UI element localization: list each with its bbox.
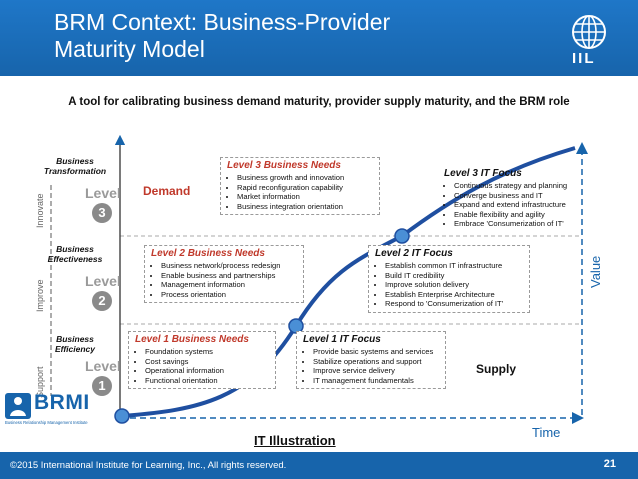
brmi-logo-icon (5, 393, 31, 419)
level-3-it-focus: Level 3 IT Focus Continuous strategy and… (444, 168, 567, 229)
brmi-logo: BRMI Business Relationship Management In… (3, 389, 89, 427)
it-illustration-label: IT Illustration (254, 433, 336, 448)
level-2-it-focus: Level 2 IT Focus Establish common IT inf… (368, 245, 530, 313)
level-3-badge-icon: 3 (92, 203, 112, 223)
list-item: Establish Enterprise Architecture (385, 290, 525, 300)
list-item: Expand and extend infrastructure (454, 200, 567, 210)
box-title: Level 2 Business Needs (151, 248, 265, 259)
side-label-improve: Improve (35, 279, 45, 312)
list-item: Process orientation (161, 290, 299, 300)
demand-label: Demand (143, 184, 191, 198)
box-title: Level 2 IT Focus (375, 248, 453, 259)
brmi-logo-tagline: Business Relationship Management Institu… (5, 420, 88, 425)
list-item: Continuous strategy and planning (454, 181, 567, 191)
list-item: Enable business and partnerships (161, 271, 299, 281)
list-item: Improve solution delivery (385, 280, 525, 290)
copyright-text: ©2015 International Institute for Learni… (10, 460, 287, 471)
list-item: Enable flexibility and agility (454, 210, 567, 220)
iil-logo-text: IIL (572, 50, 596, 67)
level-2-badge-icon: 2 (92, 291, 112, 311)
row-level-word-2: Level (85, 273, 121, 289)
list-item: Provide basic systems and services (313, 347, 441, 357)
level-1-badge-icon: 1 (92, 376, 112, 396)
page-number: 21 (603, 458, 616, 470)
maturity-curve (121, 146, 576, 418)
curve-point-start (114, 408, 130, 424)
list-item: Embrace 'Consumerization of IT' (454, 219, 567, 229)
list-item: Business network/process redesign (161, 261, 299, 271)
row-level-word-3: Level (85, 185, 121, 201)
iil-logo (572, 15, 606, 49)
list-item: Operational information (145, 366, 271, 376)
slide-subtitle: A tool for calibrating business demand m… (68, 96, 570, 108)
list-item: Build IT credibility (385, 271, 525, 281)
footer: ©2015 International Institute for Learni… (0, 452, 638, 479)
level-3-business-needs: Level 3 Business Needs Business growth a… (220, 157, 380, 216)
list-item: Respond to 'Consumerization of IT' (385, 299, 525, 309)
list-item: Cost savings (145, 357, 271, 367)
list-item: Business integration orientation (237, 202, 375, 212)
list-item: Converge business and IT (454, 191, 567, 201)
y-axis-label: Value (588, 255, 603, 288)
curve-point-level2 (394, 228, 410, 244)
supply-label: Supply (476, 362, 517, 376)
row-label-transformation: Business Transformation (43, 156, 107, 176)
slide-title: BRM Context: Business-Provider Maturity … (54, 9, 391, 62)
list-item: Functional orientation (145, 376, 271, 386)
level-1-business-needs: Level 1 Business Needs Foundation system… (128, 331, 276, 390)
list-item: Stabilize operations and support (313, 357, 441, 367)
list-item: Rapid reconfiguration capability (237, 183, 375, 193)
box-title: Level 3 IT Focus (444, 168, 522, 179)
level-1-it-focus: Level 1 IT Focus Provide basic systems a… (296, 331, 446, 390)
row-label-effectiveness: Business Effectiveness (47, 244, 103, 264)
side-label-innovate: Innovate (35, 193, 45, 228)
x-axis-label: Time (532, 425, 561, 440)
list-item: Foundation systems (145, 347, 271, 357)
box-title: Level 1 IT Focus (303, 334, 381, 345)
title-bar: BRM Context: Business-Provider Maturity … (0, 0, 638, 76)
list-item: Establish common IT infrastructure (385, 261, 525, 271)
level-2-business-needs: Level 2 Business Needs Business network/… (144, 245, 304, 304)
brmi-logo-text: BRMI (34, 391, 90, 414)
box-title: Level 3 Business Needs (227, 160, 341, 171)
list-item: IT management fundamentals (313, 376, 441, 386)
row-level-word-1: Level (85, 358, 121, 374)
row-label-efficiency: Business Efficiency (54, 334, 95, 354)
box-title: Level 1 Business Needs (135, 334, 249, 345)
list-item: Management information (161, 280, 299, 290)
list-item: Market information (237, 192, 375, 202)
list-item: Improve service delivery (313, 366, 441, 376)
list-item: Business growth and innovation (237, 173, 375, 183)
